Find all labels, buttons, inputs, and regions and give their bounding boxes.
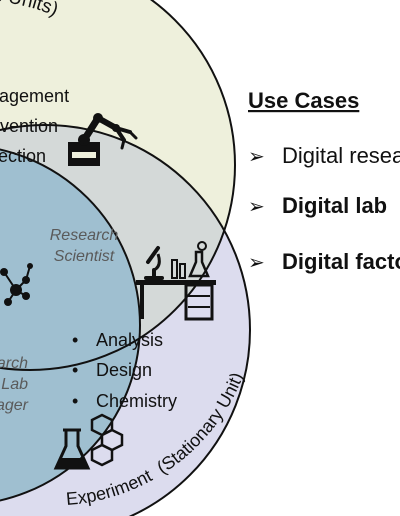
use-case-label-3: Digital factory bbox=[282, 249, 400, 274]
bottom-bullet-3: • bbox=[72, 391, 78, 411]
bottom-item-chemistry: Chemistry bbox=[96, 391, 177, 411]
role-lab-manager-line1: Research bbox=[0, 355, 28, 372]
robot-arm-icon bbox=[68, 113, 138, 166]
use-case-label-1: Digital research bbox=[282, 143, 400, 168]
flask-molecule-icon bbox=[53, 413, 124, 470]
top-item-inspection: Inspection bbox=[0, 146, 46, 166]
network-icon bbox=[0, 263, 33, 306]
bottom-item-analysis: Analysis bbox=[96, 330, 163, 350]
use-case-marker-2: ➢ bbox=[248, 196, 265, 218]
role-research-scientist-line2: Scientist bbox=[54, 248, 115, 265]
bottom-item-design: Design bbox=[96, 360, 152, 380]
left-circle-outline bbox=[0, 148, 141, 502]
use-case-marker-1: ➢ bbox=[248, 146, 265, 168]
role-lab-manager-line2: Lab bbox=[1, 376, 28, 393]
role-research-scientist-line1: Research bbox=[50, 227, 119, 244]
role-lab-manager-line3: Manager bbox=[0, 397, 29, 414]
use-case-label-2: Digital lab bbox=[282, 193, 387, 218]
overlap-left-bottom bbox=[0, 145, 140, 505]
use-cases-title: Use Cases bbox=[248, 88, 359, 113]
lab-bench-icon bbox=[136, 241, 216, 321]
bottom-circle-outline bbox=[0, 124, 251, 516]
top-circle-outline bbox=[0, 0, 236, 371]
use-case-marker-3: ➢ bbox=[248, 252, 265, 274]
bottom-bullet-1: • bbox=[72, 330, 78, 350]
bottom-bullet-2: • bbox=[72, 360, 78, 380]
top-item-intervention: Intervention bbox=[0, 116, 58, 136]
top-item-management: Management bbox=[0, 86, 69, 106]
